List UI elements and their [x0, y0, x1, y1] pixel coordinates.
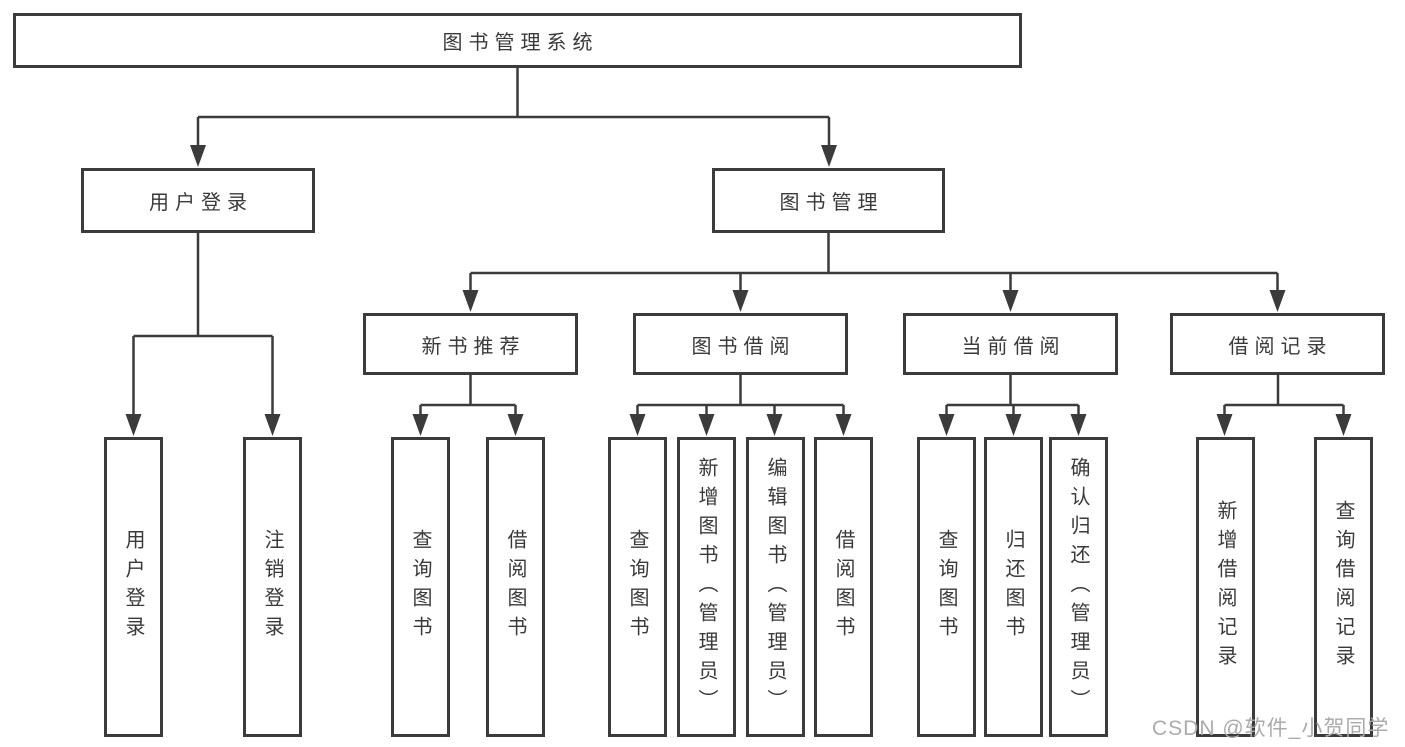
arrow-down-icon — [1002, 290, 1019, 312]
connector-line — [1223, 375, 1345, 425]
arrow-down-icon — [1216, 414, 1233, 436]
connector-line — [469, 233, 1279, 297]
arrow-down-icon — [1070, 414, 1087, 436]
node-rec-query-books: 查询图书 — [391, 437, 450, 737]
node-records-query-record: 查询借阅记录 — [1314, 437, 1373, 737]
arrow-down-icon — [412, 414, 429, 436]
node-current-borrow: 当前借阅 — [903, 313, 1118, 375]
arrow-down-icon — [835, 414, 852, 436]
arrow-down-icon — [629, 414, 646, 436]
node-user-login-action: 用户登录 — [104, 437, 163, 737]
arrow-down-icon — [1335, 414, 1352, 436]
node-book-management: 图书管理 — [712, 168, 945, 233]
arrow-down-icon — [507, 414, 524, 436]
node-borrow-add-books-admin: 新增图书（管理员） — [677, 437, 736, 737]
node-library-system: 图书管理系统 — [13, 13, 1022, 68]
arrow-down-icon — [766, 414, 783, 436]
node-records-add-record: 新增借阅记录 — [1196, 437, 1255, 737]
node-current-return-books: 归还图书 — [984, 437, 1043, 737]
watermark: CSDN @软件_小贺同学 — [1152, 717, 1390, 740]
arrow-down-icon — [821, 145, 837, 167]
node-borrow-edit-books-admin: 编辑图书（管理员） — [746, 437, 805, 737]
connector-line — [132, 233, 274, 425]
node-current-query-books: 查询图书 — [917, 437, 976, 737]
arrow-down-icon — [938, 414, 955, 436]
connector-line — [419, 375, 517, 425]
node-borrow-query-books: 查询图书 — [608, 437, 667, 737]
node-logout-action: 注销登录 — [243, 437, 302, 737]
arrow-down-icon — [1269, 290, 1286, 312]
arrow-down-icon — [1005, 414, 1022, 436]
arrow-down-icon — [698, 414, 715, 436]
arrow-down-icon — [462, 290, 479, 312]
node-new-book-recommend: 新书推荐 — [363, 313, 578, 375]
node-rec-borrow-books: 借阅图书 — [486, 437, 545, 737]
arrow-down-icon — [125, 414, 142, 436]
arrow-down-icon — [732, 290, 749, 312]
node-borrow-records: 借阅记录 — [1170, 313, 1385, 375]
node-book-borrow: 图书借阅 — [633, 313, 848, 375]
node-user-login: 用户登录 — [81, 168, 315, 233]
connector-line — [196, 68, 831, 150]
node-current-confirm-return-admin: 确认归还（管理员） — [1049, 437, 1108, 737]
node-borrow-borrow-books: 借阅图书 — [814, 437, 873, 737]
arrow-down-icon — [190, 145, 206, 167]
arrow-down-icon — [264, 414, 281, 436]
connector-line — [636, 375, 845, 425]
